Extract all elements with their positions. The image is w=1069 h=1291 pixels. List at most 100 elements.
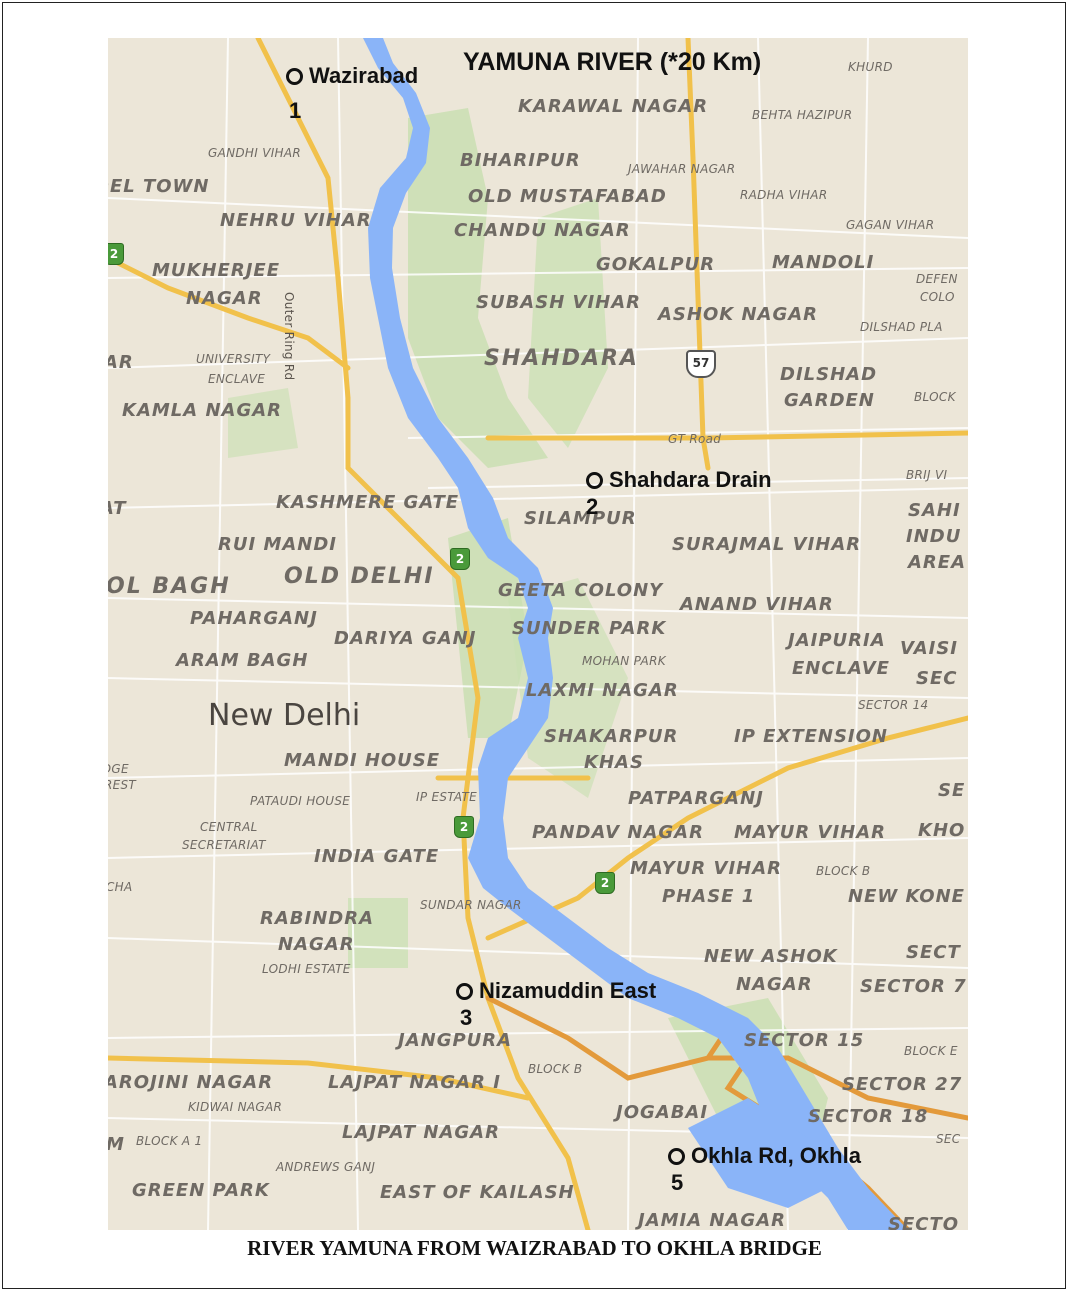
place-label: KHURD	[848, 60, 893, 74]
place-label: REST	[108, 778, 137, 792]
place-label: CENTRAL	[200, 820, 258, 834]
place-label: LODHI ESTATE	[262, 962, 351, 976]
park-area	[528, 198, 608, 448]
sampling-point-nizamuddin-east[interactable]: Nizamuddin East	[456, 978, 656, 1004]
place-label: ENCLAVE	[792, 658, 890, 679]
place-label: BLOCK	[914, 390, 956, 404]
place-label: BEHTA HAZIPUR	[752, 108, 853, 122]
place-label: AROJINI NAGAR	[108, 1072, 274, 1093]
place-label: SAHI	[908, 500, 961, 521]
map-base	[108, 38, 968, 1230]
place-label: SECTOR 18	[808, 1106, 929, 1127]
circle-marker-icon	[286, 67, 303, 85]
place-label: IP EXTENSION	[734, 726, 888, 747]
place-label: MANDOLI	[772, 252, 875, 273]
place-label: SECTOR 7	[860, 976, 967, 997]
place-label: MAYUR VIHAR	[734, 822, 887, 843]
place-label: LAJPAT NAGAR I	[328, 1072, 501, 1093]
place-label: DEFEN	[916, 272, 958, 286]
place-label: JOGABAI	[616, 1102, 709, 1123]
place-label: NEW KONE	[848, 886, 965, 907]
place-label: SECTOR 14	[858, 698, 929, 712]
place-label: ARAM BAGH	[176, 650, 309, 671]
place-label: KHAS	[584, 752, 644, 773]
place-label: LAJPAT NAGAR	[342, 1122, 500, 1143]
place-label: SEC	[916, 668, 958, 689]
place-label: INDIA GATE	[314, 846, 440, 867]
place-label: BLOCK B	[816, 864, 871, 878]
sampling-point-label: Nizamuddin East	[479, 978, 657, 1003]
place-label: PATPARGANJ	[628, 788, 764, 809]
road-label: Outer Ring Rd	[282, 292, 296, 381]
place-label: AR	[108, 352, 134, 373]
place-label: INDU	[906, 526, 962, 547]
city-label: New Delhi	[208, 698, 361, 733]
place-label: GAGAN VIHAR	[846, 218, 935, 232]
place-label: SHAHDARA	[484, 346, 639, 371]
place-label: RADHA VIHAR	[740, 188, 828, 202]
place-label: OLD MUSTAFABAD	[468, 186, 667, 207]
sampling-point-okhla[interactable]: Okhla Rd, Okhla	[668, 1143, 861, 1169]
place-label: KASHMERE GATE	[276, 492, 460, 513]
place-label: IDGE	[108, 762, 129, 776]
place-label: LAXMI NAGAR	[526, 680, 679, 701]
place-label: SHAKARPUR	[544, 726, 679, 747]
place-label: DARIYA GANJ	[334, 628, 477, 649]
place-label: PAHARGANJ	[190, 608, 318, 629]
place-label: JANGPURA	[398, 1030, 513, 1051]
sampling-point-wazirabad[interactable]: Wazirabad	[286, 63, 418, 89]
sampling-point-label: Wazirabad	[309, 63, 419, 88]
place-label: SECT	[906, 942, 961, 963]
place-label: CHANDU NAGAR	[454, 220, 631, 241]
place-label: SILAMPUR	[524, 508, 637, 529]
sampling-point-number: 3	[460, 1005, 473, 1030]
place-label: NAGAR	[736, 974, 813, 995]
place-label: COLO	[920, 290, 955, 304]
place-label: ASHOK NAGAR	[658, 304, 819, 325]
place-label: OLD DELHI	[284, 564, 435, 589]
place-label: SEC	[936, 1132, 961, 1146]
place-label: NAGAR	[186, 288, 263, 309]
map-title: YAMUNA RIVER (*20 Km)	[463, 48, 762, 76]
place-label: VAISI	[900, 638, 958, 659]
circle-marker-icon	[456, 982, 473, 1000]
place-label: ANAND VIHAR	[680, 594, 834, 615]
place-label: BLOCK A 1	[136, 1134, 203, 1148]
map-canvas[interactable]: YAMUNA RIVER (*20 Km) 2 2 2 2 57 KHURD K…	[108, 38, 968, 1230]
sampling-point-shahdara-drain[interactable]: Shahdara Drain	[586, 467, 772, 493]
place-label: MAYUR VIHAR	[630, 858, 783, 879]
sampling-point-label: Shahdara Drain	[609, 467, 772, 492]
place-label: ENCLAVE	[208, 372, 266, 386]
place-label: JAIPURIA	[788, 630, 886, 651]
place-label: KHO	[918, 820, 966, 841]
place-label: PATAUDI HOUSE	[250, 794, 351, 808]
place-label: MANDI HOUSE	[284, 750, 441, 771]
park-area	[408, 108, 548, 468]
sampling-point-number: 5	[671, 1170, 684, 1195]
place-label: IP ESTATE	[416, 790, 477, 804]
place-label: DILSHAD PLA	[860, 320, 943, 334]
place-label: NEW ASHOK	[704, 946, 838, 967]
figure-caption: RIVER YAMUNA FROM WAIZRABAD TO OKHLA BRI…	[247, 1236, 822, 1260]
place-label: EAST OF KAILASH	[380, 1182, 575, 1203]
place-label: M	[108, 1134, 125, 1155]
circle-marker-icon	[586, 471, 603, 489]
place-label: SECRETARIAT	[182, 838, 266, 852]
place-label: GARDEN	[784, 390, 875, 411]
place-label: GOKALPUR	[596, 254, 716, 275]
river-lake	[688, 1098, 828, 1208]
place-label: MUKHERJEE	[152, 260, 280, 281]
place-label: PHASE 1	[662, 886, 756, 907]
place-label: SECTO	[888, 1214, 960, 1230]
park-area	[348, 898, 408, 968]
park-area	[448, 518, 528, 738]
sampling-point-number: 1	[289, 98, 302, 123]
place-label: SECTOR 27	[842, 1074, 963, 1095]
place-label: ANDREWS GANJ	[276, 1160, 376, 1174]
park-area	[228, 388, 298, 458]
sampling-point-number: 2	[586, 494, 599, 519]
nh2-shield: 2	[450, 548, 470, 570]
place-label: DEL TOWN	[108, 176, 210, 197]
place-label: OL BAGH	[108, 574, 231, 599]
